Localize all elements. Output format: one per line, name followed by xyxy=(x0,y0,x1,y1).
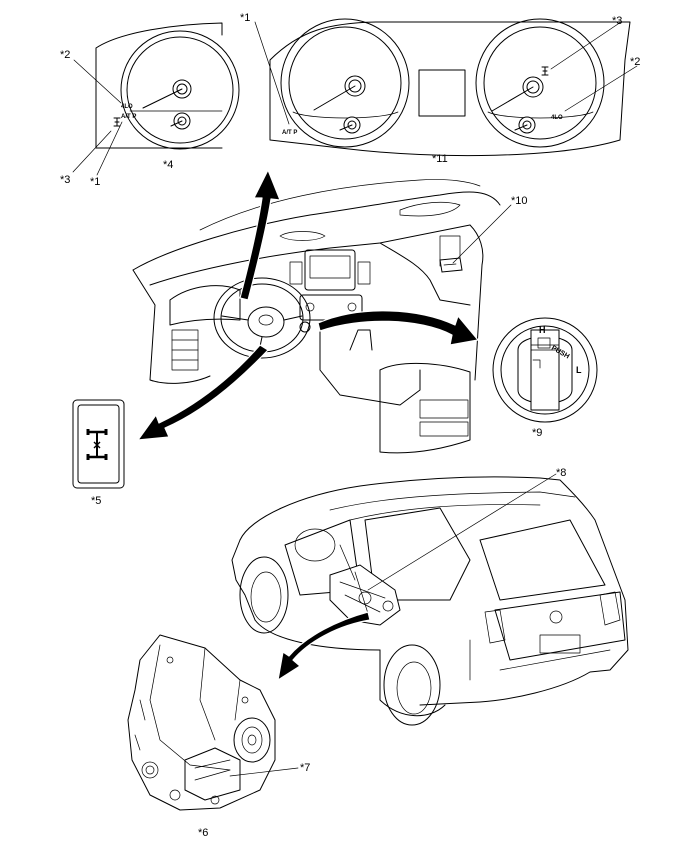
front-wheel xyxy=(239,556,289,634)
transfer-assembly-in-vehicle xyxy=(329,564,401,626)
4lo-indicator-right: 4LO xyxy=(551,115,563,121)
needle-hub-upper xyxy=(142,79,192,109)
callout-2-left: *2 xyxy=(60,49,70,61)
rear-wheel xyxy=(383,644,441,726)
4lo-indicator-left: 4LO xyxy=(121,104,133,110)
callout-10: *10 xyxy=(511,195,528,207)
callout-2-right: *2 xyxy=(630,56,640,68)
transfer-assembly-detail xyxy=(127,634,299,811)
at-p-indicator-right: A/T P xyxy=(282,130,297,136)
vehicle-body xyxy=(231,476,629,726)
callout-3-left: *3 xyxy=(60,174,70,186)
callout-4: *4 xyxy=(163,159,173,171)
callout-7: *7 xyxy=(300,762,310,774)
combination-meter-small: 4LO A/T P xyxy=(72,22,240,176)
combination-meter-large: A/T P 4LO xyxy=(254,18,638,157)
callout-9: *9 xyxy=(532,427,542,439)
callout-labels: *1 *2 *3 *1 *4 *1 *3 *2 *11 *10 *9 *5 *8… xyxy=(60,12,640,839)
callout-8: *8 xyxy=(556,467,566,479)
callout-1-top: *1 xyxy=(240,12,250,24)
callout-6: *6 xyxy=(198,827,208,839)
callout-5: *5 xyxy=(91,495,101,507)
at-p-indicator-left: A/T P xyxy=(121,114,136,120)
switch-label-l: L xyxy=(576,365,582,375)
needle-hub-lower xyxy=(170,112,191,130)
center-diff-lock-icon-large xyxy=(541,66,549,76)
callout-3-right: *3 xyxy=(612,15,622,27)
location-arrows xyxy=(137,169,479,681)
transfer-switch-detail: H L PUSH xyxy=(492,317,598,423)
callout-1-left: *1 xyxy=(90,176,100,188)
four-wheel-drive-control-ecu xyxy=(439,257,463,273)
callout-11: *11 xyxy=(432,153,448,165)
switch-label-h: H xyxy=(539,325,546,335)
center-diff-lock-icon xyxy=(113,117,121,127)
center-diff-lock-symbol-icon xyxy=(86,429,108,460)
transfer-switch-location xyxy=(299,321,311,333)
leader-8 xyxy=(367,473,557,591)
needle-hub-large-left xyxy=(313,75,366,134)
center-diff-lock-indicator-detail xyxy=(72,399,125,489)
needle-hub-large-right xyxy=(491,76,544,134)
